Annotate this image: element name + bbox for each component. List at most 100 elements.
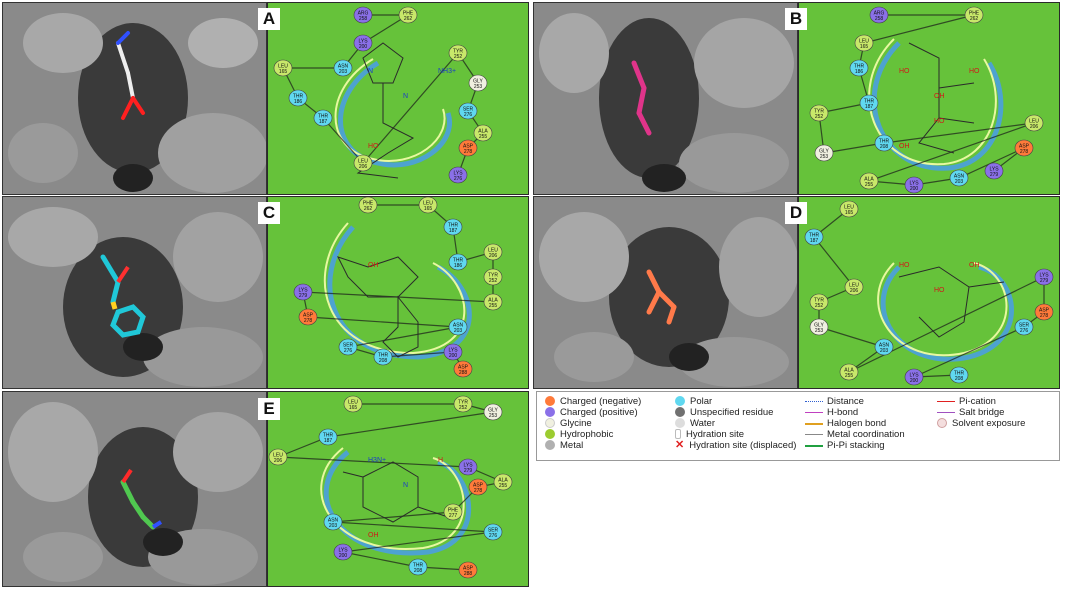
residue-name: ASP bbox=[458, 365, 469, 371]
backbone-path bbox=[277, 403, 506, 571]
atom-label: HO bbox=[368, 143, 379, 150]
residue-name: ASN bbox=[328, 518, 339, 524]
residue-number: 186 bbox=[294, 99, 303, 105]
residue-name: LYS bbox=[453, 171, 463, 177]
residue-name: ALA bbox=[864, 177, 874, 183]
protein-surface-b bbox=[534, 3, 797, 194]
residue-name: ASP bbox=[303, 313, 314, 319]
halogen-bond-arrow-icon bbox=[805, 418, 823, 428]
pocket-ribbon bbox=[871, 41, 1004, 171]
diagram-svg-a: NNNH3+HOARG258PHE262LYS200ASN203LEU165TH… bbox=[273, 6, 493, 184]
atom-label: N bbox=[368, 68, 373, 75]
residue-name: THR bbox=[854, 64, 865, 70]
protein-surface-c bbox=[3, 197, 266, 388]
salt-bridge-line-icon bbox=[937, 407, 955, 417]
residue-name: LYS bbox=[358, 39, 368, 45]
legend-pi-cation: Pi-cation bbox=[937, 396, 996, 407]
pocket-ribbon-highlight bbox=[868, 38, 997, 166]
residue-number: 252 bbox=[454, 54, 463, 60]
legend-h-bond: H-bond bbox=[805, 407, 858, 418]
protein-surface-d bbox=[534, 197, 797, 388]
legend-metal-coordination: Metal coordination bbox=[805, 429, 905, 440]
residue-number: 206 bbox=[489, 253, 498, 259]
residue-name: LEU bbox=[859, 39, 869, 45]
legend-halogen-bond: Halogen bond bbox=[805, 418, 886, 429]
hydrophobic-icon bbox=[545, 429, 555, 440]
residue-number: 203 bbox=[880, 348, 889, 354]
legend-glycine: Glycine bbox=[545, 418, 592, 429]
residue-name: THR bbox=[323, 433, 334, 439]
legend-charged-positive: Charged (positive) bbox=[545, 407, 638, 418]
residue-name: ARG bbox=[874, 11, 885, 17]
residue-name: SER bbox=[463, 107, 474, 113]
pocket-ribbon-highlight bbox=[334, 58, 446, 162]
residue-number: 255 bbox=[845, 373, 854, 379]
hydration-site-icon bbox=[675, 429, 681, 440]
surface-image-b bbox=[533, 2, 798, 195]
residue-name: THR bbox=[448, 223, 459, 229]
pocket-ribbon-highlight bbox=[324, 222, 466, 355]
residue-name: SER bbox=[343, 343, 354, 349]
ligand-structure bbox=[908, 42, 975, 154]
residue-name: ASP bbox=[463, 566, 474, 572]
residue-number: 276 bbox=[1020, 328, 1029, 334]
residue-number: 187 bbox=[865, 104, 874, 110]
surface-image-a bbox=[2, 2, 267, 195]
cross-icon: ✕ bbox=[675, 439, 685, 451]
pocket-ribbon bbox=[327, 225, 472, 360]
residue-number: 279 bbox=[299, 293, 308, 299]
atom-label: OH bbox=[368, 262, 379, 269]
pocket-ribbon-highlight bbox=[877, 262, 1008, 356]
residue-number: 203 bbox=[454, 328, 463, 334]
residue-name: ASN bbox=[338, 64, 349, 70]
residue-number: 187 bbox=[319, 119, 328, 125]
legend-metal: Metal bbox=[545, 440, 583, 451]
residue-number: 278 bbox=[474, 488, 483, 494]
residue-name: LEU bbox=[844, 205, 854, 211]
residue-name: ALA bbox=[844, 368, 854, 374]
pocket-ribbon-highlight bbox=[320, 447, 465, 550]
residue-name: ASN bbox=[954, 174, 965, 180]
atom-label: N bbox=[403, 93, 408, 100]
residue-name: LEU bbox=[348, 400, 358, 406]
residue-name: LYS bbox=[1039, 273, 1049, 279]
residue-name: PHE bbox=[969, 11, 980, 17]
residue-name: THR bbox=[954, 371, 965, 377]
residue-name: LYS bbox=[909, 181, 919, 187]
residue-number: 252 bbox=[489, 278, 498, 284]
surface-image-d bbox=[533, 196, 798, 389]
residue-number: 186 bbox=[855, 69, 864, 75]
panel-letter-a: A bbox=[258, 8, 280, 30]
residue-name: LEU bbox=[273, 453, 283, 459]
h-bond-arrow-icon bbox=[805, 407, 823, 417]
residue-name: ASN bbox=[453, 323, 464, 329]
residue-number: 186 bbox=[454, 263, 463, 269]
residue-name: GLY bbox=[473, 79, 483, 85]
unspecified-residue-icon bbox=[675, 407, 685, 418]
residue-number: 208 bbox=[880, 144, 889, 150]
ligand-structure bbox=[337, 256, 419, 358]
residue-number: 203 bbox=[329, 523, 338, 529]
residue-name: ALA bbox=[478, 129, 488, 135]
